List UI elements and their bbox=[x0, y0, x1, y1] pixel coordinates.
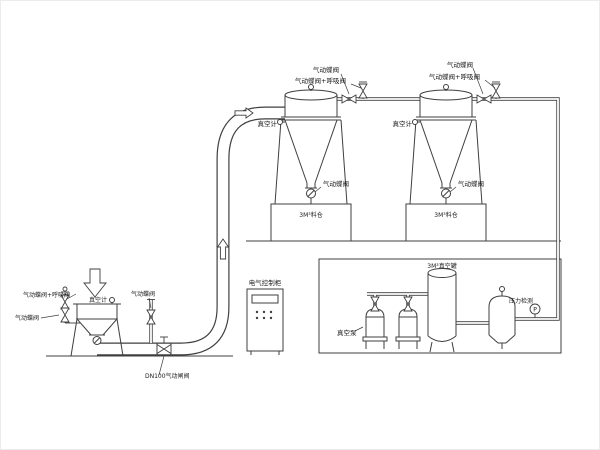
flow-arrow-right-icon bbox=[234, 107, 254, 119]
pressure-gauge-symbol: P bbox=[533, 307, 537, 314]
butterfly-valve-icon bbox=[476, 94, 492, 104]
vacuum-buffer-tank bbox=[427, 268, 457, 353]
pressure-gauge-icon bbox=[529, 303, 541, 315]
pump-room-outline bbox=[318, 258, 562, 354]
gate-valve-icon bbox=[156, 343, 172, 355]
c1-breather-valve-label: 气动蝶阀+呼吸阀 bbox=[295, 76, 346, 85]
flow-arrows bbox=[83, 107, 254, 298]
breather-valve-icon bbox=[491, 83, 501, 99]
breather-valve-icon bbox=[60, 294, 70, 310]
control-cabinet bbox=[246, 288, 284, 355]
c1-butterfly-valve-label: 气动蝶阀 bbox=[313, 65, 339, 74]
cyclone-receiver-1 bbox=[274, 84, 348, 205]
cyclone-receiver-2 bbox=[409, 84, 483, 205]
c1-discharge-valve-label: 气动蝶阀 bbox=[323, 179, 349, 188]
filter-cap-icon bbox=[499, 286, 505, 292]
riser-butterfly-valve-label: 气动蝶阀 bbox=[131, 290, 155, 298]
vacuum-pump-2 bbox=[395, 296, 421, 349]
hopper-butterfly-valve-label: 气动蝶阀 bbox=[15, 314, 39, 322]
breather-valve-icon bbox=[358, 83, 368, 99]
riser-air-valve bbox=[146, 299, 156, 325]
vacuum-gauge-icon bbox=[109, 297, 115, 303]
lid-cap-icon bbox=[308, 84, 314, 90]
breather-cap-icon bbox=[62, 286, 68, 292]
diagram-labels: 气动蝶阀 气动蝶阀+呼吸阀 气动蝶阀 气动蝶阀+呼吸阀 真空计 真空计 气动蝶阀… bbox=[15, 60, 537, 380]
vacuum-pumps bbox=[362, 296, 421, 349]
butterfly-valve-icon bbox=[146, 309, 156, 325]
vacuum-tank-label: 3M³真空罐 bbox=[427, 262, 456, 270]
material-bin-2 bbox=[405, 203, 487, 242]
c2-breather-valve-label: 气动蝶阀+呼吸阀 bbox=[429, 72, 480, 81]
c1-vacuum-gauge-label: 真空计 bbox=[258, 119, 278, 128]
c2-vacuum-gauge-label: 真空计 bbox=[393, 119, 413, 128]
bin1-label: 3M³料仓 bbox=[299, 211, 322, 219]
hopper-side-valves bbox=[60, 286, 80, 324]
feed-in-arrow-icon bbox=[83, 268, 107, 298]
cabinet-display bbox=[251, 294, 279, 304]
material-bin-1 bbox=[270, 203, 352, 242]
butterfly-valve-icon bbox=[341, 94, 357, 104]
flow-arrow-up-icon bbox=[216, 238, 230, 260]
leader-lines bbox=[40, 67, 496, 376]
pump-inlet-valve-icon bbox=[370, 296, 380, 312]
pressure-detection-label: 压力检测 bbox=[509, 297, 533, 305]
c2-butterfly-valve-label: 气动蝶阀 bbox=[447, 60, 473, 69]
dn100-gate-valve bbox=[156, 336, 172, 356]
cabinet-indicator-lights bbox=[255, 310, 273, 320]
vacuum-gauge-icon bbox=[277, 119, 283, 125]
cyclone1-top-valves bbox=[341, 81, 368, 104]
vacuum-pump-label: 真空泵 bbox=[337, 328, 357, 337]
lid-cap-icon bbox=[443, 84, 449, 90]
floor-lines bbox=[46, 240, 561, 357]
c2-discharge-valve-label: 气动蝶阀 bbox=[458, 179, 484, 188]
bin2-label: 3M³料仓 bbox=[434, 211, 457, 219]
vacuum-gauge-icon bbox=[412, 119, 418, 125]
dust-filter bbox=[488, 286, 516, 349]
control-cabinet-label: 电气控制柜 bbox=[249, 278, 282, 287]
hopper-vacuum-gauge-label: 真空计 bbox=[89, 296, 107, 304]
dn100-gate-valve-label: DN100气动闸阀 bbox=[145, 372, 190, 380]
feed-hopper bbox=[70, 297, 124, 357]
pump-inlet-valve-icon bbox=[403, 296, 413, 312]
hopper-breather-valve-label: 气动蝶阀+呼吸阀 bbox=[23, 291, 70, 299]
vacuum-pump-1 bbox=[362, 296, 388, 349]
butterfly-valve-icon bbox=[60, 307, 70, 323]
pressure-gauge bbox=[529, 303, 541, 318]
